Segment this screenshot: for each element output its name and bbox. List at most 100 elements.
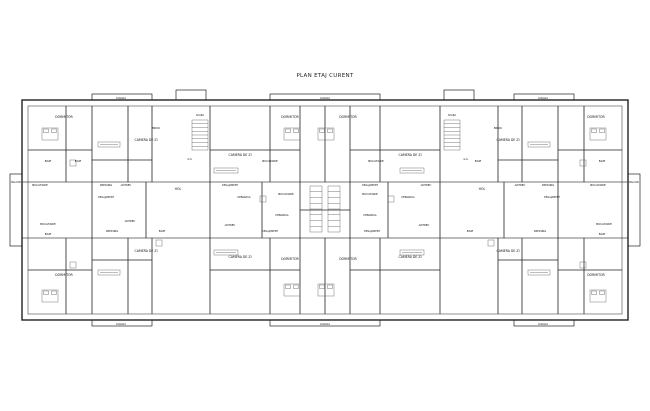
fixture-square bbox=[69, 159, 77, 167]
room-label-dormitor: DORMITOR bbox=[55, 115, 73, 119]
pillow-icon bbox=[327, 128, 333, 133]
room-label-gs: G.S. bbox=[464, 158, 469, 161]
room-label-degajament: DEGAJAMENT bbox=[262, 230, 278, 233]
room-label-gs: G.S. bbox=[188, 158, 193, 161]
fixture-square bbox=[579, 261, 587, 269]
room-label-debarasa: DEBARASA bbox=[237, 196, 250, 199]
room-label-bucatarie: BUCATARIE bbox=[362, 192, 378, 196]
sofa-icon bbox=[97, 269, 121, 276]
balcony-right bbox=[627, 173, 641, 247]
room-label-antreu: ANTREU bbox=[419, 223, 430, 227]
room-label-bucatarie: BUCATARIE bbox=[368, 159, 384, 163]
sofa-icon bbox=[527, 269, 551, 276]
room-label-baie: BAIE bbox=[75, 159, 82, 163]
sofa-icon bbox=[399, 249, 425, 256]
pillow-icon bbox=[293, 128, 299, 133]
room-label-scara: SCARA bbox=[448, 114, 456, 117]
room-label-baie: BAIE bbox=[475, 159, 482, 163]
pillow-icon bbox=[285, 284, 291, 289]
bed-icon bbox=[41, 127, 59, 141]
bed-icon bbox=[589, 289, 607, 303]
sofa-icon bbox=[213, 167, 239, 174]
fixture-square bbox=[387, 195, 395, 203]
sofa-icon bbox=[97, 141, 121, 148]
room-label-birou: BIROU bbox=[494, 126, 502, 130]
balcony-left bbox=[9, 173, 23, 247]
room-label-loggia: LOGGIA bbox=[116, 96, 126, 100]
room-label-hol: HOL bbox=[479, 187, 486, 191]
room-label-dressing: DRESSING bbox=[100, 184, 113, 187]
bed-icon bbox=[283, 127, 301, 141]
room-label-scara: SCARA bbox=[196, 114, 204, 117]
sofa-icon bbox=[527, 141, 551, 148]
room-label-dressing: DRESSING bbox=[106, 230, 119, 233]
room-label-dressing: DRESSING bbox=[542, 184, 555, 187]
walls bbox=[9, 89, 641, 327]
room-label-loggia: LOGGIA bbox=[116, 322, 126, 326]
room-label-dormitor: DORMITOR bbox=[339, 257, 357, 261]
pillow-icon bbox=[293, 284, 299, 289]
room-label-baie: BAIE bbox=[599, 159, 606, 163]
room-label-camera_de_zi: CAMERA DE ZI bbox=[398, 255, 421, 259]
fixture-square bbox=[487, 239, 495, 247]
bed-icon bbox=[317, 283, 335, 297]
room-label-baie: BAIE bbox=[467, 229, 474, 233]
room-label-degajament: DEGAJAMENT bbox=[98, 196, 114, 199]
loggia-outline bbox=[91, 93, 153, 101]
pillow-icon bbox=[591, 128, 597, 133]
room-label-birou: BIROU bbox=[152, 126, 160, 130]
room-label-hol: HOL bbox=[175, 187, 182, 191]
room-label-dressing: DRESSING bbox=[534, 230, 547, 233]
room-label-dormitor: DORMITOR bbox=[587, 273, 605, 277]
room-label-loggia: LOGGIA bbox=[320, 322, 330, 326]
fixture-square bbox=[259, 195, 267, 203]
plan-title: PLAN ETAJ CURENT bbox=[296, 73, 354, 79]
room-label-debarasa: DEBARASA bbox=[401, 196, 414, 199]
room-label-antreu: ANTREU bbox=[125, 219, 136, 223]
room-label-camera_de_zi: CAMERA DE ZI bbox=[496, 249, 519, 253]
room-label-dormitor: DORMITOR bbox=[281, 115, 299, 119]
sofa-icon bbox=[399, 167, 425, 174]
loggia-outline bbox=[91, 319, 153, 327]
room-label-dormitor: DORMITOR bbox=[55, 273, 73, 277]
pillow-icon bbox=[51, 128, 57, 133]
room-label-loggia: LOGGIA bbox=[538, 96, 548, 100]
room-label-bucatarie: BUCATARIE bbox=[590, 183, 606, 187]
bed-icon bbox=[41, 289, 59, 303]
pillow-icon bbox=[599, 290, 605, 295]
loggia-outline bbox=[513, 319, 575, 327]
bed-icon bbox=[283, 283, 301, 297]
pillow-icon bbox=[43, 290, 49, 295]
room-label-bucatarie: BUCATARIE bbox=[32, 183, 48, 187]
room-label-balcon: BALCON bbox=[629, 181, 639, 184]
sofa-icon bbox=[213, 249, 239, 256]
room-label-balcon: BALCON bbox=[11, 181, 21, 184]
loggia-outline bbox=[513, 93, 575, 101]
room-label-baie: BAIE bbox=[45, 232, 52, 236]
room-label-degajament: DEGAJAMENT bbox=[362, 184, 378, 187]
room-label-loggia: LOGGIA bbox=[538, 322, 548, 326]
pillow-icon bbox=[599, 128, 605, 133]
fixtures bbox=[41, 119, 607, 303]
room-label-debarasa: DEBARASA bbox=[275, 214, 288, 217]
room-label-degajament: DEGAJAMENT bbox=[364, 230, 380, 233]
loggia-outline bbox=[269, 319, 381, 327]
pillow-icon bbox=[51, 290, 57, 295]
room-label-baie: BAIE bbox=[599, 232, 606, 236]
room-label-camera_de_zi: CAMERA DE ZI bbox=[134, 138, 157, 142]
stair-bump bbox=[175, 89, 207, 101]
room-label-dormitor: DORMITOR bbox=[587, 115, 605, 119]
room-label-bucatarie: BUCATARIE bbox=[40, 222, 56, 226]
room-label-antreu: ANTREU bbox=[121, 183, 132, 187]
room-label-antreu: ANTREU bbox=[421, 183, 432, 187]
room-label-degajament: DEGAJAMENT bbox=[222, 184, 238, 187]
pillow-icon bbox=[319, 128, 325, 133]
stair-bump bbox=[443, 89, 475, 101]
loggia-outline bbox=[269, 93, 381, 101]
room-label-dormitor: DORMITOR bbox=[281, 257, 299, 261]
pillow-icon bbox=[591, 290, 597, 295]
room-label-antreu: ANTREU bbox=[515, 183, 526, 187]
pillow-icon bbox=[285, 128, 291, 133]
